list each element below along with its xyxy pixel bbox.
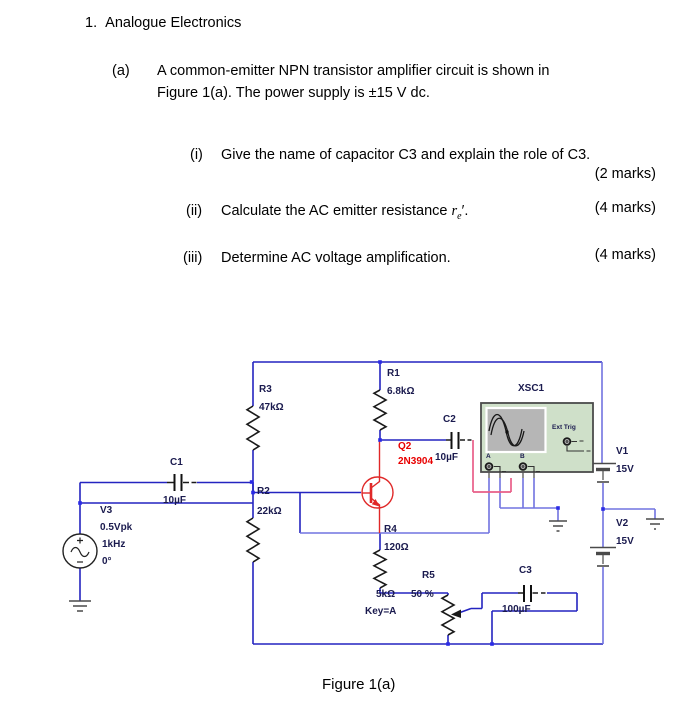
resistor-r3 [245,405,261,451]
scope-terminal-ext-trig [562,437,591,452]
ac-source-v3 [62,533,98,569]
label-q2-value: 2N3904 [398,456,434,467]
label-channel-a: A [486,453,491,460]
scope-trace-dot [505,430,509,434]
label-r3-name: R3 [259,384,272,395]
label-r4-name: R4 [384,524,397,535]
violet-wires [300,362,656,644]
label-c2-name: C2 [443,414,456,425]
label-c3-name: C3 [519,565,532,576]
question-number: 1. [85,15,98,31]
label-v3-frequency: 1kHz [102,539,126,550]
scope-terminal-a [484,462,506,473]
potentiometer-r5 [440,594,456,636]
resistors [245,389,461,636]
item-i-marks: (2 marks) [594,166,656,182]
resistor-r2 [245,517,261,563]
battery-v2 [590,546,616,567]
label-c1-name: C1 [170,457,183,468]
label-r5-percent: 50 % [411,589,434,600]
label-v1-name: V1 [616,446,629,457]
item-i-text: Give the name of capacitor C3 and explai… [221,147,591,163]
label-c2-value: 10µF [435,452,458,463]
plus-sign [77,537,83,544]
capacitor-c2-plates [450,432,460,449]
label-r3-value: 47kΩ [259,402,284,413]
label-c1-value: 10µF [163,495,186,506]
question-number-row: 1. Analogue Electronics [85,12,241,34]
capacitors [173,432,532,602]
label-v3-phase: 0° [102,556,112,567]
label-v1-value: 15V [616,464,634,475]
junction-dots [78,360,605,646]
scope-terminal-b [518,462,540,473]
item-i-label: (i) [190,147,203,163]
ground-icons [69,518,664,612]
resistor-r4 [372,549,388,589]
ground-icon-v3 [69,600,91,612]
label-xsc1: XSC1 [518,383,545,394]
pink-wire [472,440,512,493]
label-v3-amplitude: 0.5Vpk [100,522,133,533]
sine-glyph [70,546,90,558]
item-iii-text: Determine AC voltage amplification. [221,250,451,266]
label-channel-b: B [520,453,525,460]
battery-v1 [590,462,616,483]
part-a-line2: Figure 1(a). The power supply is ±15 V d… [157,85,430,101]
figure-caption: Figure 1(a) [322,676,396,693]
item-ii-marks: (4 marks) [594,200,656,216]
item-ii-label: (ii) [186,203,203,219]
label-r5-key: Key=A [365,606,397,617]
scope-terminal-stubs [488,470,535,478]
capacitor-c3-plates [523,585,532,602]
label-r2-name: R2 [257,486,270,497]
label-r5-name: R5 [422,570,435,581]
ground-icon-scope [549,520,567,532]
label-r5-value: 5kΩ [376,589,396,600]
oscilloscope-icon [480,402,594,473]
label-r1-name: R1 [387,368,400,379]
label-c3-value: 100µF [502,604,531,615]
label-v3-name: V3 [100,505,113,516]
label-v2-name: V2 [616,518,629,529]
capacitor-leads [167,439,546,594]
label-v2-value: 15V [616,536,634,547]
transistor-emitter [370,497,381,533]
transistor-q2 [361,440,394,533]
label-r2-value: 22kΩ [257,506,282,517]
item-iii-marks: (4 marks) [594,247,656,263]
resistor-r1 [372,389,388,431]
item-iii-label: (iii) [183,250,203,266]
part-a-line1: A common-emitter NPN transistor amplifie… [157,63,550,79]
transistor-emitter-arrow [371,499,380,507]
item-ii-text: Calculate the AC emitter resistance re′. [221,203,469,222]
part-a-label: (a) [112,63,130,79]
label-ext-trig: Ext Trig [552,424,576,431]
ground-icon-supply [646,518,664,530]
potentiometer-wiper-arrow [451,609,461,618]
re-symbol: r [451,203,458,219]
label-r1-value: 6.8kΩ [387,386,415,397]
blue-wires [79,361,603,645]
transistor-collector [370,440,381,489]
label-q2-name: Q2 [398,441,412,452]
capacitor-c1-plates [173,474,183,491]
question-title: Analogue Electronics [105,15,242,31]
label-r4-value: 120Ω [384,542,409,553]
